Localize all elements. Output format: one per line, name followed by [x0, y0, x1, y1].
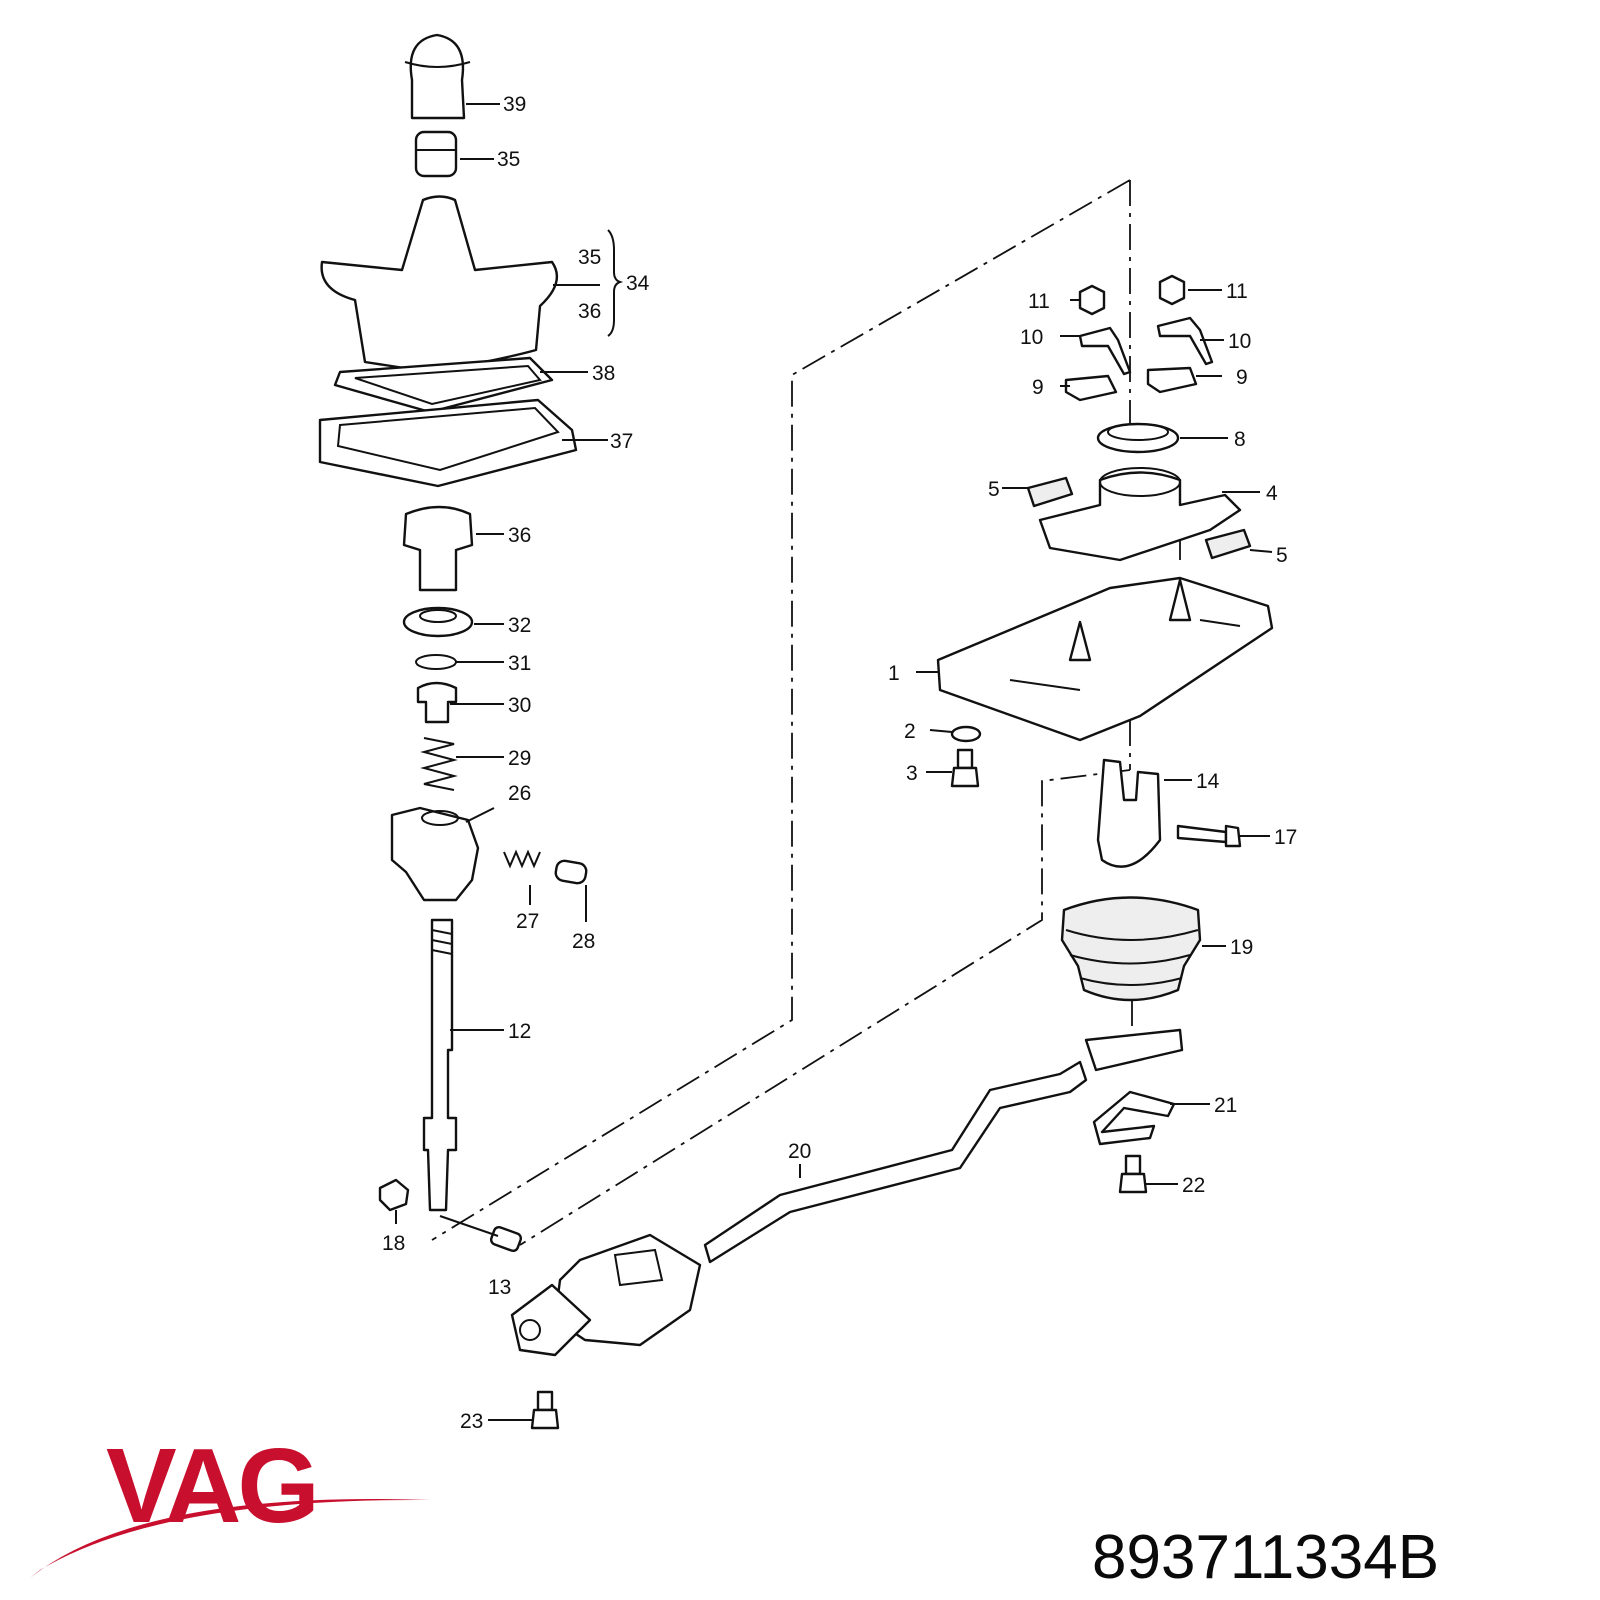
callout-23: 23 — [460, 1410, 483, 1433]
gaiter-boot — [1060, 896, 1202, 1002]
callout-22: 22 — [1182, 1174, 1205, 1197]
callout-27: 27 — [516, 910, 539, 933]
selector-housing — [390, 806, 480, 902]
rod-coupling — [510, 1233, 702, 1357]
hex-nut-right — [1158, 274, 1186, 306]
retainer-clip-right — [1156, 316, 1214, 366]
lever-bracket — [1096, 758, 1162, 868]
callout-37: 37 — [610, 430, 633, 453]
hex-nut-left — [1078, 284, 1106, 316]
clip-pad-right — [1146, 366, 1198, 394]
callout-labels: 39 35 35 34 36 38 37 36 32 31 30 29 26 2… — [382, 93, 1297, 1433]
callout-5-right: 5 — [1276, 544, 1288, 567]
callout-1: 1 — [888, 662, 900, 685]
bolt-clamp — [1118, 1154, 1148, 1194]
shift-knob — [404, 33, 471, 120]
callout-21: 21 — [1214, 1094, 1237, 1117]
leader-lines — [395, 103, 1273, 1421]
callout-3: 3 — [906, 762, 918, 785]
callout-34: 34 — [626, 272, 650, 295]
callout-11-right: 11 — [1226, 280, 1248, 303]
callout-20: 20 — [788, 1140, 811, 1163]
washer-ring — [402, 606, 474, 638]
circlip — [415, 654, 457, 670]
bolt-plate — [950, 748, 980, 788]
part-number: 893711334B — [1092, 1523, 1439, 1592]
spring — [420, 737, 458, 791]
callout-9-left: 9 — [1032, 376, 1044, 399]
callout-11-left: 11 — [1028, 290, 1050, 313]
callout-2: 2 — [904, 720, 916, 743]
bearing-housing — [1038, 467, 1242, 562]
callout-30: 30 — [508, 694, 531, 717]
callout-5-left: 5 — [988, 478, 1000, 501]
callout-31: 31 — [508, 652, 531, 675]
callout-26: 26 — [508, 782, 531, 805]
vag-logo: VAG — [30, 1427, 430, 1578]
callout-12: 12 — [508, 1020, 531, 1043]
callout-10-left: 10 — [1020, 326, 1043, 349]
shift-lever — [422, 918, 458, 1212]
callout-38: 38 — [592, 362, 615, 385]
callout-18: 18 — [382, 1232, 405, 1255]
detent-pin — [554, 859, 588, 885]
logo-text: VAG — [106, 1427, 316, 1545]
selector-rod — [703, 1028, 1184, 1264]
lever-sleeve — [489, 1225, 523, 1253]
callout-36: 36 — [508, 524, 531, 547]
callout-8: 8 — [1234, 428, 1246, 451]
callout-4: 4 — [1266, 482, 1278, 505]
callout-36-group: 36 — [578, 300, 601, 323]
assembly-guide-line — [431, 179, 1181, 1246]
washer-small — [950, 725, 982, 743]
callout-35-group: 35 — [578, 246, 601, 269]
callout-13: 13 — [488, 1276, 511, 1299]
guide-ring — [1096, 422, 1180, 454]
knob-adapter — [414, 130, 458, 178]
retainer-clip-left — [1078, 326, 1132, 376]
bracket-bolt — [1176, 824, 1242, 848]
callout-19: 19 — [1230, 936, 1253, 959]
callout-39: 39 — [503, 93, 526, 116]
callout-9-right: 9 — [1236, 366, 1248, 389]
clip-pad-left — [1064, 374, 1118, 402]
callout-29: 29 — [508, 747, 531, 770]
callout-35: 35 — [497, 148, 520, 171]
callout-28: 28 — [572, 930, 595, 953]
bushing — [402, 505, 474, 592]
callout-17: 17 — [1274, 826, 1297, 849]
guide-pad-right — [1204, 528, 1252, 560]
base-plate — [936, 576, 1274, 742]
detent-spring — [503, 849, 541, 869]
rod-clamp — [1092, 1090, 1176, 1146]
callout-32: 32 — [508, 614, 531, 637]
trim-cover — [318, 398, 578, 488]
shift-boot — [320, 195, 559, 374]
spring-cap — [416, 681, 458, 724]
bolt-bottom — [530, 1390, 560, 1430]
guide-pad-left — [1026, 476, 1074, 508]
boot-frame — [333, 356, 554, 414]
callout-10-right: 10 — [1228, 330, 1251, 353]
lever-nut — [378, 1178, 410, 1212]
callout-14: 14 — [1196, 770, 1220, 793]
